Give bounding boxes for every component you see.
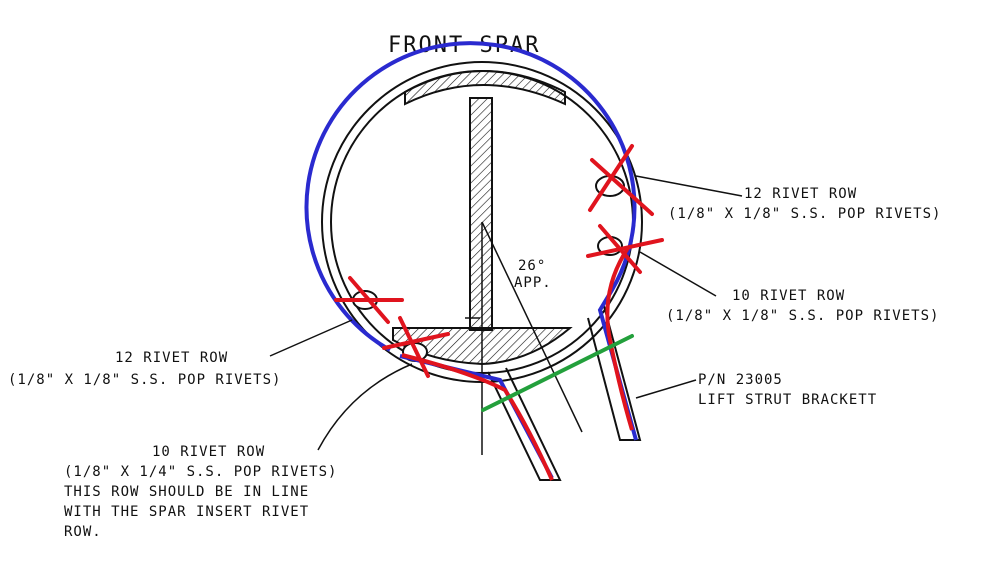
red-x-right bbox=[586, 224, 664, 274]
callout-lower-left-line-4: WITH THE SPAR INSERT RIVET bbox=[64, 504, 309, 520]
angle-value: 26° bbox=[518, 258, 546, 274]
callout-lower-left: 10 RIVET ROW (1/8" X 1/4" S.S. POP RIVET… bbox=[64, 444, 337, 540]
angle-reference-line bbox=[481, 221, 583, 433]
bracket-right-leg bbox=[587, 305, 642, 441]
callout-bracket: P/N 23005 LIFT STRUT BRACKETT bbox=[698, 372, 877, 408]
callout-right-line-2: (1/8" X 1/8" S.S. POP RIVETS) bbox=[666, 308, 939, 324]
callout-right-line-1: 10 RIVET ROW bbox=[732, 288, 845, 304]
callout-lower-left-line-5: ROW. bbox=[64, 524, 102, 540]
callout-upper-right-line-1: 12 RIVET ROW bbox=[744, 186, 857, 202]
callout-bracket-line-1: P/N 23005 bbox=[698, 372, 783, 388]
red-x-left bbox=[334, 276, 404, 324]
spar-top-flange bbox=[404, 70, 566, 106]
callout-lower-left-line-1: 10 RIVET ROW bbox=[152, 444, 265, 460]
callout-right: 10 RIVET ROW (1/8" X 1/8" S.S. POP RIVET… bbox=[666, 288, 939, 324]
green-markup-line bbox=[481, 334, 634, 412]
leader-left bbox=[269, 319, 353, 357]
leader-upper-right bbox=[635, 175, 743, 197]
callout-left-line-1: 12 RIVET ROW bbox=[115, 350, 228, 366]
leader-bracket bbox=[635, 379, 697, 399]
callout-lower-left-line-2: (1/8" X 1/4" S.S. POP RIVETS) bbox=[64, 464, 337, 480]
callout-left-line-2: (1/8" X 1/8" S.S. POP RIVETS) bbox=[8, 372, 281, 388]
callout-left: 12 RIVET ROW (1/8" X 1/8" S.S. POP RIVET… bbox=[8, 350, 281, 388]
callout-upper-right-line-2: (1/8" X 1/8" S.S. POP RIVETS) bbox=[668, 206, 941, 222]
angle-suffix: APP. bbox=[514, 275, 552, 291]
callout-upper-right: 12 RIVET ROW (1/8" X 1/8" S.S. POP RIVET… bbox=[668, 186, 941, 222]
spar-web bbox=[469, 97, 493, 331]
red-markup-left-leg bbox=[401, 353, 554, 481]
callout-lower-left-line-3: THIS ROW SHOULD BE IN LINE bbox=[64, 484, 309, 500]
leader-lower-left bbox=[317, 363, 413, 451]
red-markup-right-leg bbox=[605, 246, 634, 431]
callout-bracket-line-2: LIFT STRUT BRACKETT bbox=[698, 392, 877, 408]
red-x-lower-left bbox=[382, 316, 450, 378]
red-x-upper-right bbox=[588, 144, 654, 216]
leader-right bbox=[639, 251, 717, 297]
